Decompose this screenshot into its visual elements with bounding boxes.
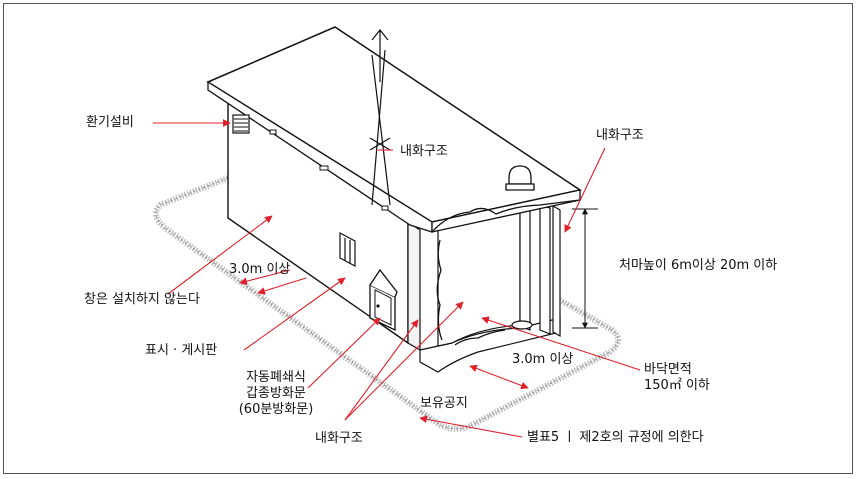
label-regulation: 별표5 ㅣ 제2호의 규정에 의한다 bbox=[527, 430, 704, 445]
label-fire-door: 자동폐쇄식 갑종방화문 (60분방화문) bbox=[226, 370, 326, 418]
label-floor-area: 바닥면적 150㎡ 이하 bbox=[644, 362, 710, 394]
arrow-fireproof-bottom-b bbox=[344, 319, 419, 421]
label-setback-left: 3.0m 이상 bbox=[229, 262, 291, 277]
label-door-line2: 갑종방화문 bbox=[246, 386, 306, 401]
label-floor-area-line2: 150㎡ 이하 bbox=[644, 378, 710, 393]
arrow-floor-area bbox=[481, 316, 641, 371]
lightning-rod-icon bbox=[369, 29, 391, 151]
label-reserved-land: 보유공지 bbox=[420, 396, 468, 411]
label-door-line3: (60분방화문) bbox=[238, 402, 314, 417]
roof-front-edge bbox=[207, 80, 433, 233]
arrow-signboard bbox=[243, 277, 346, 351]
eaves-height-dimension bbox=[572, 208, 598, 329]
label-eaves-height: 처마높이 6m이상 20m 이하 bbox=[619, 258, 778, 273]
label-fireproof-top: 내화구조 bbox=[400, 144, 448, 159]
label-no-windows: 창은 설치하지 않는다 bbox=[84, 292, 200, 307]
arrow-setback-left-b bbox=[257, 277, 307, 295]
label-setback-right: 3.0m 이상 bbox=[512, 352, 574, 367]
arrow-no-windows bbox=[167, 215, 273, 295]
label-fireproof-bottom: 내화구조 bbox=[315, 431, 363, 446]
reserved-land-boundary bbox=[153, 175, 621, 432]
arrow-regulation bbox=[419, 415, 523, 438]
frame-border bbox=[3, 3, 853, 474]
arrow-fireproof-right bbox=[564, 147, 606, 233]
arrow-setback-right bbox=[469, 364, 529, 390]
arrow-setback-left-a bbox=[239, 269, 291, 285]
right-column bbox=[519, 199, 531, 331]
arrow-fireproof-bottom-a bbox=[344, 301, 464, 421]
label-door-line1: 자동폐쇄식 bbox=[246, 370, 306, 385]
arrow-door bbox=[307, 317, 381, 389]
label-fireproof-right: 내화구조 bbox=[596, 128, 644, 143]
label-floor-area-line1: 바닥면적 bbox=[644, 362, 692, 377]
signboard-icon bbox=[339, 232, 356, 267]
label-signboard: 표시 · 게시판 bbox=[145, 343, 218, 358]
roof-ventilator-icon bbox=[505, 165, 535, 191]
ventilation-louvre-icon bbox=[232, 114, 250, 134]
label-ventilation: 환기설비 bbox=[86, 115, 134, 130]
